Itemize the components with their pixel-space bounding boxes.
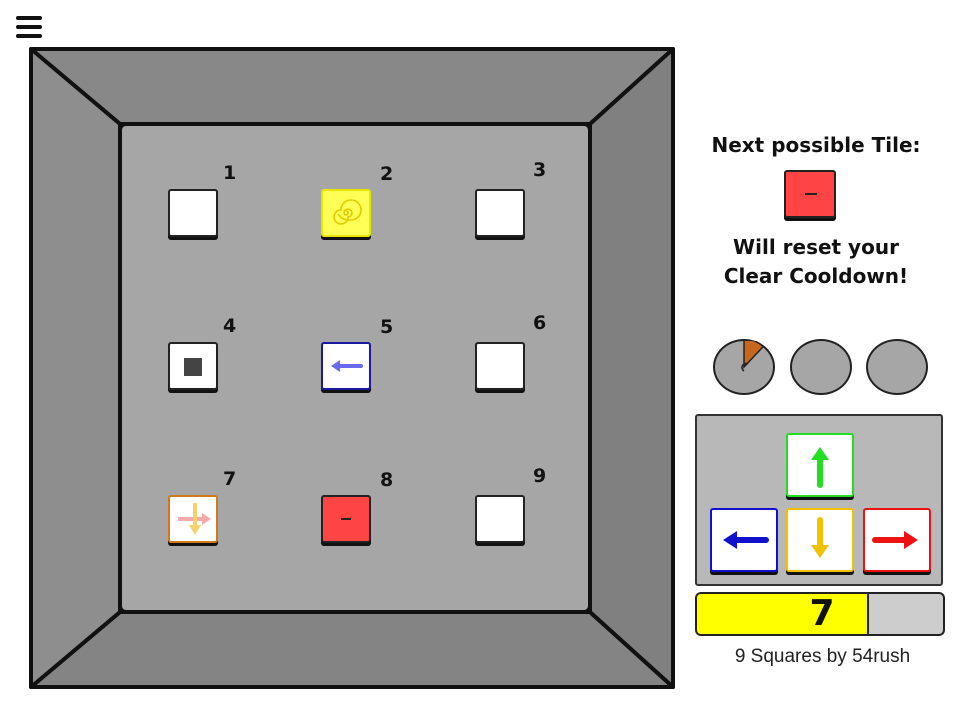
score-bar-fill: [697, 594, 869, 634]
grid-tile-9[interactable]: [475, 495, 525, 543]
grid-tile-4[interactable]: [168, 342, 218, 390]
spiral-icon: [333, 199, 362, 225]
cooldown-circle-2: [790, 339, 852, 395]
move-right-button[interactable]: [863, 508, 931, 572]
arrow-right-icon: [872, 531, 918, 549]
grid-tile-6[interactable]: [475, 342, 525, 390]
arrow-down-icon: [811, 517, 829, 558]
next-tile-preview: [784, 170, 836, 218]
grid-tile-3[interactable]: [475, 189, 525, 237]
menu-bar: [16, 16, 42, 20]
cooldown-progress-wedge: [741, 338, 765, 372]
tile-number-8: 8: [380, 469, 394, 491]
minus-icon: [805, 193, 817, 195]
credit-text: 9 Squares by 54rush: [734, 646, 911, 667]
cross-arrows-icon: [178, 503, 211, 535]
arrow-up-icon: [811, 447, 829, 488]
grid-tile-2[interactable]: [321, 189, 371, 237]
tile-number-4: 4: [223, 315, 237, 337]
arrow-left-icon: [331, 360, 363, 372]
tile-number-1: 1: [223, 162, 237, 184]
tile-number-5: 5: [380, 316, 394, 338]
block-icon: [184, 358, 202, 376]
menu-bar: [16, 25, 42, 29]
tile-number-9: 9: [533, 465, 547, 487]
cooldown-circle-3: [866, 339, 928, 395]
hamburger-menu-icon[interactable]: [14, 14, 44, 42]
minus-icon: [341, 518, 351, 520]
reset-note-line2: Clear Cooldown!: [723, 264, 909, 288]
direction-pad: [695, 414, 943, 586]
score-bar: 7: [695, 592, 945, 636]
move-up-button[interactable]: [786, 433, 854, 497]
tile-number-7: 7: [223, 468, 237, 490]
grid-tile-1[interactable]: [168, 189, 218, 237]
score-value: 7: [809, 593, 835, 634]
grid-tile-5[interactable]: [321, 342, 371, 390]
next-tile-heading: Next possible Tile:: [711, 133, 921, 157]
grid-tile-8[interactable]: [321, 495, 371, 543]
cooldown-circle-1: [713, 338, 775, 395]
reset-note-line1: Will reset your: [733, 235, 899, 259]
grid-tile-7[interactable]: [168, 495, 218, 543]
move-left-button[interactable]: [710, 508, 778, 572]
tile-number-3: 3: [533, 159, 547, 181]
menu-bar: [16, 34, 42, 38]
move-down-button[interactable]: [786, 508, 854, 572]
tile-number-2: 2: [380, 163, 394, 185]
tile-number-6: 6: [533, 312, 547, 334]
arrow-left-icon: [723, 531, 769, 549]
